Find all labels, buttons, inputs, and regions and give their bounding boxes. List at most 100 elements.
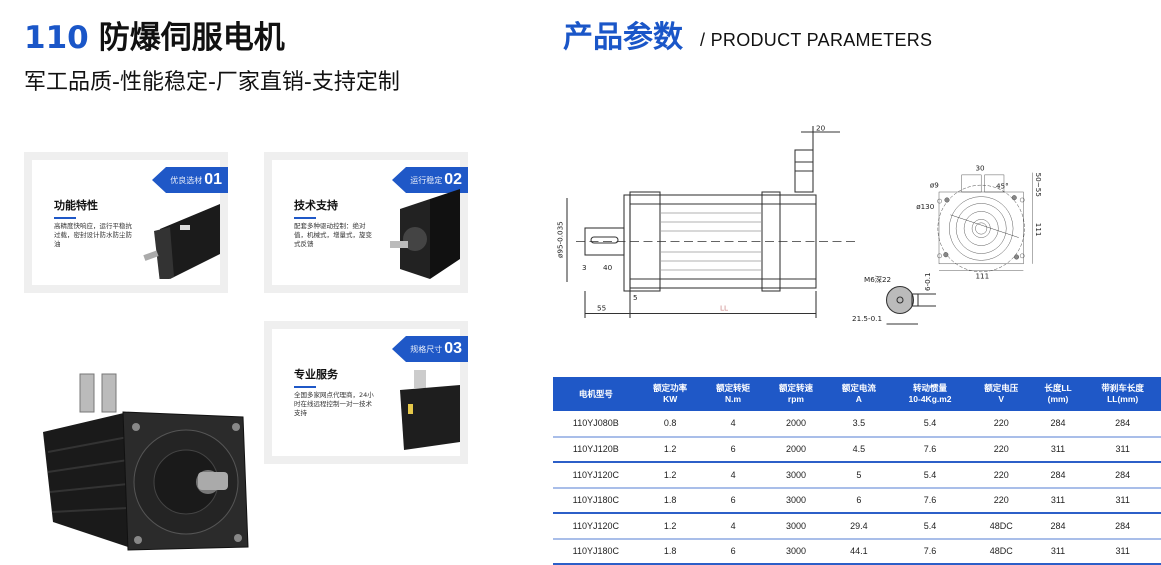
table-cell: 3000 <box>764 462 828 489</box>
card-heading: 专业服务 <box>294 368 338 381</box>
table-cell: 284 <box>1032 411 1084 438</box>
badge-label: 规格尺寸 <box>410 344 443 354</box>
dim-phi95: ø95-0.035 <box>556 221 565 258</box>
column-header: 电机型号 <box>553 377 639 411</box>
front-view: 30 50~55 ø9 45° ø130 111 111 <box>916 163 1043 280</box>
table-cell: 5 <box>827 462 891 489</box>
header-text: 额定转速 <box>778 383 813 393</box>
heading-underline <box>294 217 316 219</box>
table-cell: 110YJ180C <box>553 487 639 514</box>
motor-image <box>143 204 220 279</box>
dim-phi130: ø130 <box>916 202 935 211</box>
table-cell: 1.8 <box>638 538 702 565</box>
table-cell: 220 <box>969 436 1033 463</box>
table-cell: 3000 <box>764 513 828 540</box>
table-cell: 220 <box>969 462 1033 489</box>
motor-image <box>400 370 460 450</box>
dimension-drawing: 30 50~55 ø9 45° ø130 111 111 20 ø95-0.03… <box>556 124 1043 325</box>
header-text: 额定电压 <box>984 383 1019 393</box>
table-cell: 3000 <box>764 487 828 514</box>
card-description: 全国多家网点代理商，24小时在线远程控制一对一技术支持 <box>294 391 374 417</box>
shaft-section <box>885 285 936 325</box>
params-title: 产品参数 <box>563 20 683 55</box>
table-cell: 311 <box>1083 436 1161 463</box>
table-cell: 1.8 <box>638 487 702 514</box>
column-header: 长度LL(mm) <box>1032 377 1084 411</box>
table-cell: 5.4 <box>890 411 970 438</box>
table-cell: 220 <box>969 411 1033 438</box>
badge-number: 01 <box>204 171 222 188</box>
table-cell: 4.5 <box>827 436 891 463</box>
table-cell: 6 <box>701 487 765 514</box>
header-text: 额定功率 <box>653 383 688 393</box>
table-cell: 311 <box>1083 538 1161 565</box>
dim-6: 6-0.1 <box>923 272 932 291</box>
header-text: (mm) <box>1047 394 1069 404</box>
header-text: V <box>998 394 1005 404</box>
table-cell: 2000 <box>764 436 828 463</box>
badge-label: 优良选材 <box>170 175 203 185</box>
dim-30: 30 <box>975 163 985 172</box>
card-description: 高精度快响应，运行平稳抗过载，密封设计防水防尘防油 <box>54 222 132 248</box>
table-cell: 5.4 <box>890 513 970 540</box>
table-cell: 220 <box>969 487 1033 514</box>
table-cell: 0.8 <box>638 411 702 438</box>
table-cell: 284 <box>1032 462 1084 489</box>
header-text: 转动惯量 <box>913 383 948 393</box>
table-cell: 284 <box>1083 513 1161 540</box>
header-text: rpm <box>787 394 804 404</box>
params-subtitle: / PRODUCT PARAMETERS <box>700 30 933 50</box>
dim-40: 40 <box>603 263 613 272</box>
badge-label: 运行稳定 <box>410 175 443 185</box>
table-cell: 311 <box>1083 487 1161 514</box>
table-cell: 48DC <box>969 513 1033 540</box>
table-cell: 311 <box>1032 487 1084 514</box>
dim-21-5: 21.5-0.1 <box>852 314 882 323</box>
table-cell: 29.4 <box>827 513 891 540</box>
heading-underline <box>294 386 316 388</box>
dim-20: 20 <box>816 124 826 133</box>
header-text: 额定电流 <box>841 383 876 393</box>
dim-45deg: 45° <box>996 182 1009 191</box>
table-cell: 1.2 <box>638 462 702 489</box>
header-text: LL(mm) <box>1107 394 1139 404</box>
table-cell: 311 <box>1032 538 1084 565</box>
table-cell: 4 <box>701 513 765 540</box>
table-cell: 3000 <box>764 538 828 565</box>
card-description: 配套多种驱动控制：绝对值，机械式，增量式，旋变式反馈 <box>294 222 372 248</box>
table-cell: 284 <box>1083 411 1161 438</box>
page-subtitle: 军工品质-性能稳定-厂家直销-支持定制 <box>24 70 400 95</box>
title-text: 防爆伺服电机 <box>98 20 285 56</box>
table-cell: 110YJ120C <box>553 462 639 489</box>
header-text: A <box>855 394 862 404</box>
model-number: 110 <box>24 20 89 56</box>
table-cell: 44.1 <box>827 538 891 565</box>
table-cell: 6 <box>827 487 891 514</box>
heading-underline <box>54 217 76 219</box>
header-text: 长度LL <box>1044 383 1072 393</box>
dim-111-vertical: 111 <box>1034 223 1043 237</box>
header-text: 额定转矩 <box>716 383 751 393</box>
dim-55: 55 <box>597 304 606 313</box>
table-cell: 7.6 <box>890 487 970 514</box>
table-cell: 110YJ120B <box>553 436 639 463</box>
servo-motor-photo <box>43 373 249 551</box>
table-cell: 110YJ180C <box>553 538 639 565</box>
table-cell: 3.5 <box>827 411 891 438</box>
header-text: KW <box>663 394 678 404</box>
dim-LL: LL <box>720 304 728 313</box>
dim-3: 3 <box>582 263 587 272</box>
